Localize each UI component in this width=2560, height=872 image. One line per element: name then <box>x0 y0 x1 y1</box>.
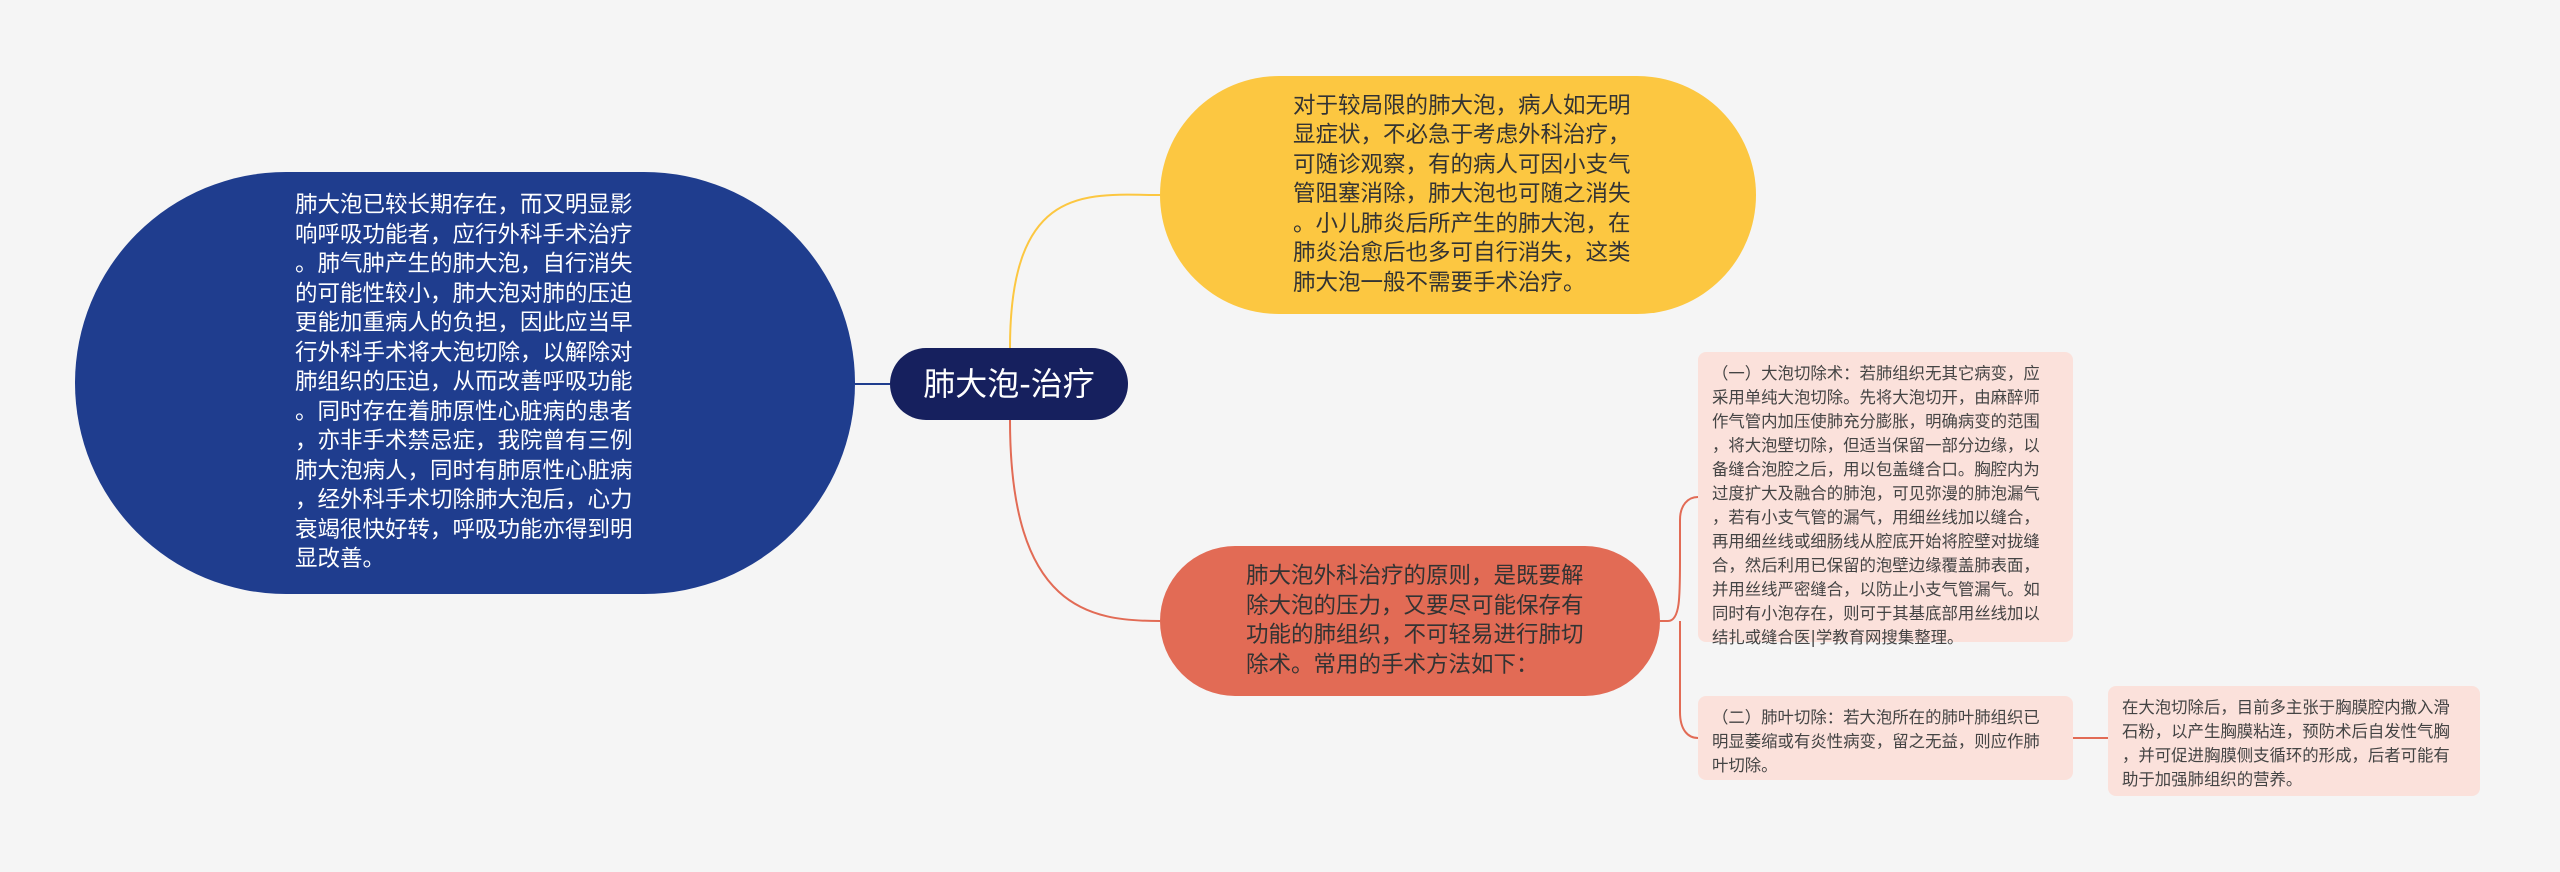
root-label: 肺大泡-治疗 <box>923 365 1095 403</box>
post-op-talc-text: 在大泡切除后，目前多主张于胸膜腔内撒入滑 石粉，以产生胸膜粘连，预防术后自发性气… <box>2122 698 2450 789</box>
connector-root-yellow <box>1009 193 1161 349</box>
connector-orange-leaves <box>1660 496 1699 739</box>
lobectomy-text: （二）肺叶切除：若大泡所在的肺叶肺组织已 明显萎缩或有炎性病变，留之无益，则应作… <box>1712 708 2040 775</box>
surgical-principle-node[interactable]: 肺大泡外科治疗的原则，是既要解 除大泡的压力，又要尽可能保存有 功能的肺组织，不… <box>1160 546 1660 696</box>
surgery-indication-node[interactable]: 肺大泡已较长期存在，而又明显影 响呼吸功能者，应行外科手术治疗 。肺气肿产生的肺… <box>75 172 855 594</box>
post-op-talc-leaf[interactable]: 在大泡切除后，目前多主张于胸膜腔内撒入滑 石粉，以产生胸膜粘连，预防术后自发性气… <box>2108 686 2480 796</box>
observation-node[interactable]: 对于较局限的肺大泡，病人如无明 显症状，不必急于考虑外科治疗， 可随诊观察，有的… <box>1160 76 1756 314</box>
root-node[interactable]: 肺大泡-治疗 <box>890 348 1128 420</box>
surgical-principle-text: 肺大泡外科治疗的原则，是既要解 除大泡的压力，又要尽可能保存有 功能的肺组织，不… <box>1246 563 1584 678</box>
bulla-resection-text: （一）大泡切除术：若肺组织无其它病变，应 采用单纯大泡切除。先将大泡切开，由麻醉… <box>1712 364 2040 647</box>
lobectomy-leaf[interactable]: （二）肺叶切除：若大泡所在的肺叶肺组织已 明显萎缩或有炎性病变，留之无益，则应作… <box>1698 696 2073 780</box>
observation-text: 对于较局限的肺大泡，病人如无明 显症状，不必急于考虑外科治疗， 可随诊观察，有的… <box>1293 92 1631 296</box>
connector-root-orange <box>1009 419 1161 622</box>
bulla-resection-leaf[interactable]: （一）大泡切除术：若肺组织无其它病变，应 采用单纯大泡切除。先将大泡切开，由麻醉… <box>1698 352 2073 647</box>
surgery-indication-text: 肺大泡已较长期存在，而又明显影 响呼吸功能者，应行外科手术治疗 。肺气肿产生的肺… <box>295 192 633 573</box>
